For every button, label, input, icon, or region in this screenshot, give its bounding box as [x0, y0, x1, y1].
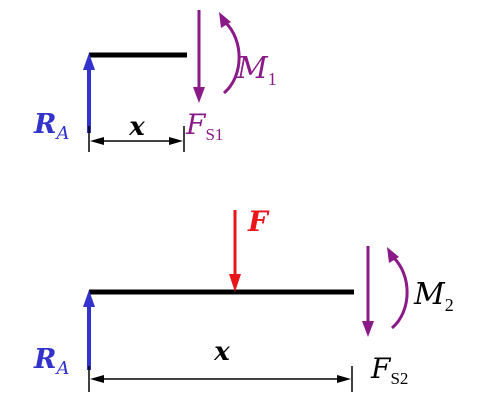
- distance-label-1: x: [128, 112, 145, 142]
- distance-label-2: x: [213, 337, 230, 367]
- shear-arrow-2: [362, 246, 374, 337]
- diagram-1: RA FS1 M1 x: [33, 10, 277, 152]
- diagram-2: F RA FS2 M2 x: [33, 205, 454, 392]
- load-arrow: [229, 210, 241, 292]
- reaction-arrow-1: [83, 53, 95, 133]
- dimension-line-1: [88, 126, 185, 152]
- moment-arrow-1: [219, 12, 241, 95]
- shear-label-1: FS1: [185, 108, 223, 144]
- load-label: F: [247, 205, 270, 238]
- shear-label-2: FS2: [370, 352, 408, 388]
- reaction-label-1: RA: [33, 109, 69, 144]
- moment-label-1: M1: [236, 51, 277, 89]
- moment-label-2: M2: [413, 277, 454, 315]
- dimension-line-2: [88, 366, 353, 392]
- moment-arrow-2: [387, 247, 409, 330]
- reaction-arrow-2: [83, 290, 95, 370]
- reaction-label-2: RA: [33, 344, 69, 379]
- shear-arrow-1: [193, 10, 205, 103]
